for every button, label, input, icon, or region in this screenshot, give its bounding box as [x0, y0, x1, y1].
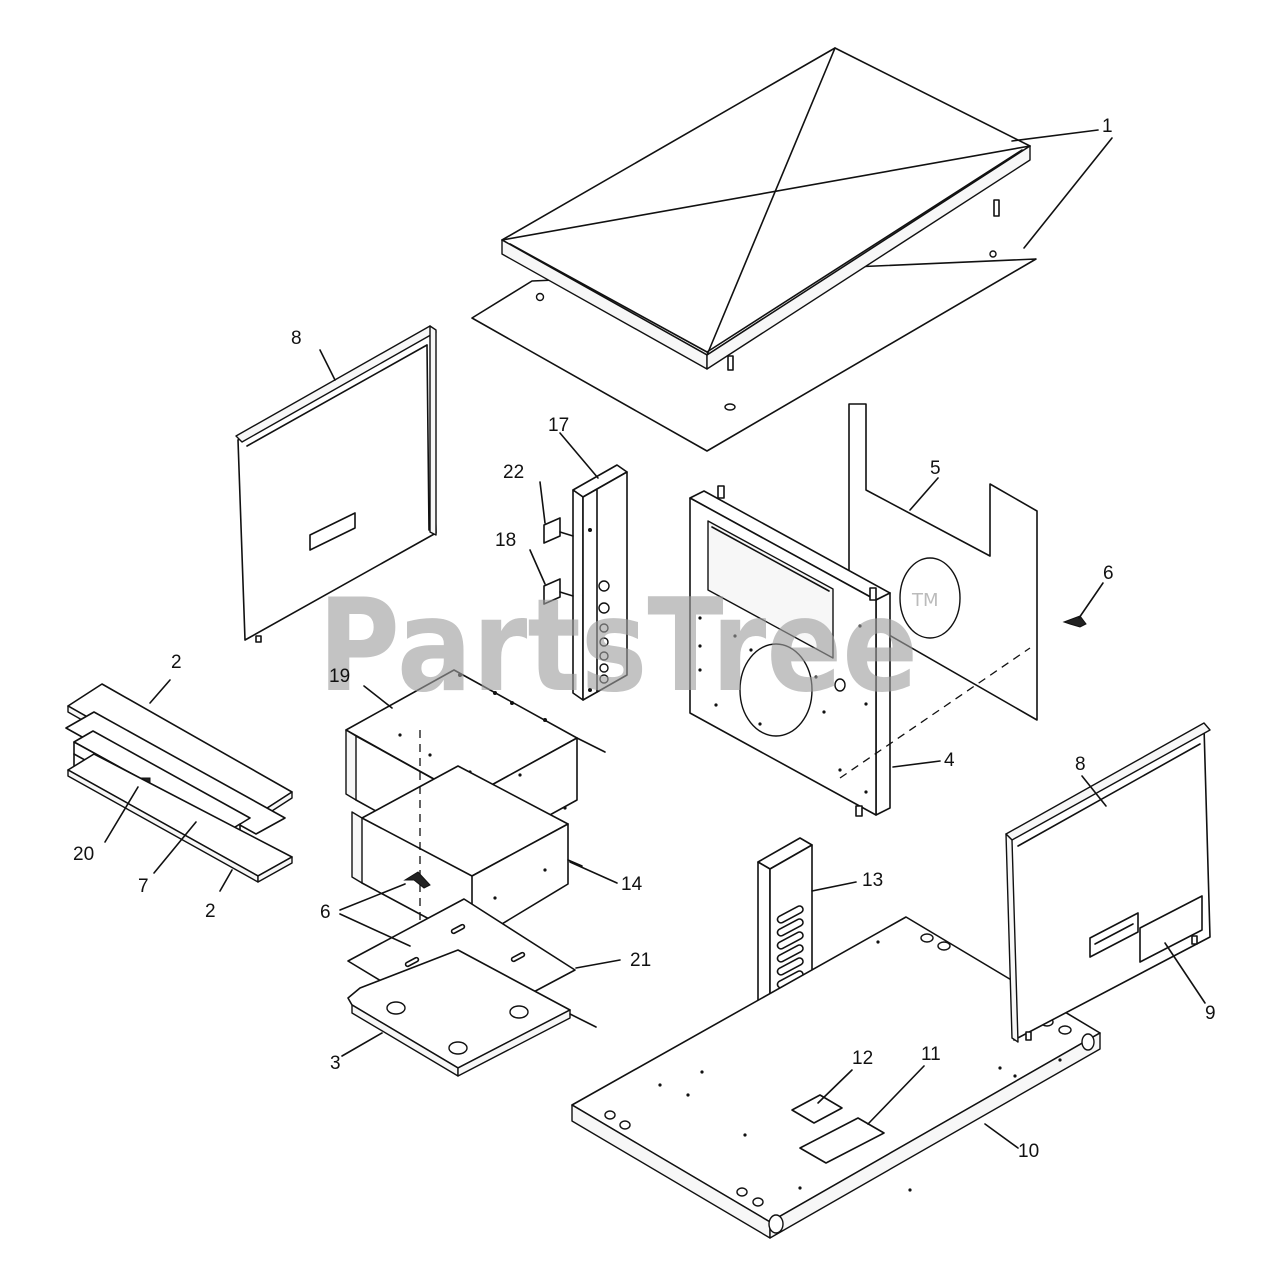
part-10-base-frame[interactable] — [571, 916, 1101, 1239]
callout-7[interactable]: 7 — [138, 876, 149, 897]
watermark: PartsTree — [318, 572, 918, 721]
part-18-label[interactable] — [543, 578, 574, 605]
leader-lines — [104, 129, 1206, 1149]
callout-9[interactable]: 9 — [1205, 1003, 1216, 1024]
callout-12[interactable]: 12 — [852, 1048, 873, 1069]
callout-5[interactable]: 5 — [930, 458, 941, 479]
callout-2-top[interactable]: 2 — [171, 652, 182, 673]
part-4-front-panel[interactable] — [689, 485, 891, 817]
part-6-clip-upper[interactable] — [403, 871, 431, 889]
part-8-right-side-panel[interactable] — [1005, 722, 1211, 1043]
callout-8-right[interactable]: 8 — [1075, 754, 1086, 775]
part-17-control-bracket[interactable] — [572, 464, 628, 701]
callout-3[interactable]: 3 — [330, 1053, 341, 1074]
callout-2-bottom[interactable]: 2 — [205, 901, 216, 922]
callout-13[interactable]: 13 — [862, 870, 883, 891]
callout-19[interactable]: 19 — [329, 666, 350, 687]
callout-14[interactable]: 14 — [621, 874, 643, 895]
part-22-label[interactable] — [543, 517, 574, 544]
part-6-clip-rear[interactable] — [1062, 615, 1087, 628]
callout-6-lower[interactable]: 6 — [320, 902, 331, 923]
part-3-base-tray[interactable] — [347, 949, 597, 1077]
callout-10[interactable]: 10 — [1018, 1141, 1039, 1162]
callout-6-rear[interactable]: 6 — [1103, 563, 1114, 584]
part-1-roof-assembly[interactable] — [471, 47, 1037, 452]
part-2-bottom-strip[interactable] — [67, 753, 293, 883]
callout-20[interactable]: 20 — [73, 844, 94, 865]
watermark-trademark: TM — [911, 590, 939, 611]
callout-8-left[interactable]: 8 — [291, 328, 302, 349]
callout-1[interactable]: 1 — [1102, 116, 1113, 137]
callout-4[interactable]: 4 — [944, 750, 955, 771]
callout-17[interactable]: 17 — [548, 415, 569, 436]
callout-11[interactable]: 11 — [921, 1044, 941, 1065]
callout-labels: 1 8 17 22 18 5 6 2 19 4 8 20 7 2 13 14 6… — [73, 116, 1216, 1162]
callout-21[interactable]: 21 — [630, 950, 651, 971]
part-5-rear-baffle[interactable] — [848, 403, 1038, 721]
callout-22[interactable]: 22 — [503, 462, 524, 483]
part-8-left-side-panel[interactable] — [235, 325, 437, 643]
callout-18[interactable]: 18 — [495, 530, 516, 551]
